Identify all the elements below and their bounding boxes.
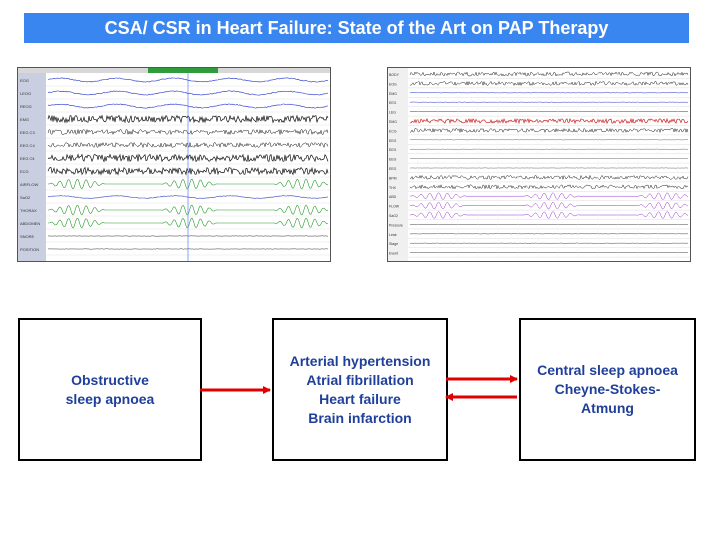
psg-right-channel-label: ABD: [389, 195, 397, 199]
psg-right-traces: BODY EOG EMG EEG LEG EMG ECG EEG EEG EEG EEG BPM THX…: [388, 68, 690, 261]
cardio-line-1: Arterial hypertension: [289, 352, 431, 369]
cardio-line-3: Heart failure: [319, 390, 401, 407]
csa-line-3: Atmung: [581, 400, 634, 416]
psg-left-channel-label: ABDOMEN: [20, 221, 40, 226]
psg-left-channel-label: ECG: [20, 169, 29, 174]
psg-left-channel-label: EEG C3: [20, 130, 35, 135]
psg-right-channel-label: Event: [389, 252, 398, 256]
obstructive-sleep-apnoea-box: Obstructive sleep apnoea: [18, 318, 202, 461]
psg-right-channel-label: EEG: [389, 167, 397, 171]
psg-left-channel-label: LEOG: [20, 91, 31, 96]
psg-right-trace: [410, 80, 689, 87]
psg-right-channel-label: FLOW: [389, 205, 400, 209]
psg-right-channel-label: EOG: [389, 82, 397, 86]
psg-left-channel-label: SaO2: [20, 195, 31, 200]
psg-right-trace: [409, 201, 689, 210]
psg-right-channel-label: BODY: [389, 73, 400, 77]
psg-right-channel-label: SaO2: [389, 214, 398, 218]
osa-line-2: sleep apnoea: [65, 390, 155, 407]
central-sleep-apnoea-box: Central sleep apnoea Cheyne-Stokes- Atmu…: [519, 318, 696, 461]
psg-right-channel-panel: [388, 68, 408, 261]
psg-right-trace: [409, 192, 689, 201]
psg-right-channel-label: Leak: [389, 233, 397, 237]
polysomnography-recording-left: EOG LEOG REOG EMG EEG C3 EEG C4 EEG O1 ECG AIRFL…: [17, 67, 331, 262]
psg-right-trace: [409, 127, 689, 134]
psg-right-channel-label: Pressure: [389, 223, 403, 227]
psg-right-trace: [409, 211, 689, 219]
psg-left-channel-label: EEG O1: [20, 156, 36, 161]
psg-left-channel-label: AIRFLOW: [20, 182, 38, 187]
cardiovascular-conditions-box: Arterial hypertension Atrial fibrillatio…: [272, 318, 448, 461]
psg-left-channel-label: POSITION: [20, 247, 39, 252]
psg-right-channel-label: BPM: [389, 176, 397, 180]
osa-line-1: Obstructive: [71, 371, 149, 388]
psg-right-trace: [409, 71, 689, 77]
polysomnography-recording-right: BODY EOG EMG EEG LEG EMG ECG EEG EEG EEG EEG BPM THX…: [387, 67, 691, 262]
psg-left-channel-label: EEG C4: [20, 143, 35, 148]
cardio-line-4: Brain infarction: [308, 409, 412, 426]
psg-right-channel-label: Stage: [389, 242, 398, 246]
slide-title: CSA/ CSR in Heart Failure: State of the …: [24, 13, 689, 43]
psg-right-trace: [409, 174, 689, 181]
psg-left-channel-label: THORAX: [20, 208, 37, 213]
psg-right-channel-label: ECG: [389, 129, 397, 133]
psg-right-channel-label: EEG: [389, 139, 397, 143]
psg-right-trace: [409, 183, 689, 190]
psg-right-trace: [409, 117, 689, 125]
cardio-line-2: Atrial fibrillation: [306, 371, 414, 388]
psg-left-channel-label: SNORE: [20, 234, 35, 239]
psg-right-channel-label: EEG: [389, 101, 397, 105]
psg-right-channel-label: EEG: [389, 158, 397, 162]
psg-right-channel-label: EMG: [389, 120, 397, 124]
psg-left-channel-label: EMG: [20, 117, 29, 122]
csa-line-2: Cheyne-Stokes-: [554, 381, 661, 397]
psg-right-channel-label: EMG: [389, 92, 397, 96]
psg-left-channel-label: EOG: [20, 78, 29, 83]
psg-right-channel-label: LEG: [389, 111, 396, 115]
psg-left-channel-label: REOG: [20, 104, 32, 109]
psg-left-channel-panel: [18, 73, 46, 261]
csa-line-1: Central sleep apnoea: [537, 362, 678, 378]
psg-left-header-tab: [148, 68, 218, 73]
psg-right-channel-label: EEG: [389, 148, 397, 152]
psg-right-channel-label: THX: [389, 186, 397, 190]
psg-left-traces: EOG LEOG REOG EMG EEG C3 EEG C4 EEG O1 ECG AIRFL…: [18, 68, 330, 261]
